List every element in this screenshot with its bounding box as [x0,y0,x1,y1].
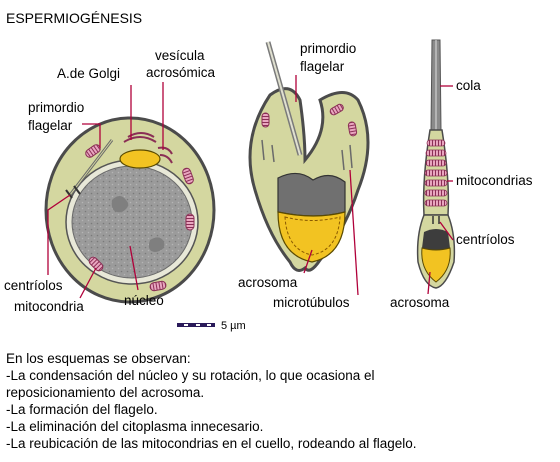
scale-bar-label: 5 µm [221,320,246,332]
chromatin-blob [148,237,165,252]
caption: En los esquemas se observan: -La condens… [6,350,556,452]
leader-lines-left [47,82,164,299]
acrosome-cap [421,247,451,283]
label-vesicula: vesícula [155,48,205,63]
caption-line: -La eliminación del citoplasma innecesar… [6,419,264,434]
caption-line: -La reubicación de las mitocondrias en e… [6,436,417,451]
scale-bar: 5 µm [177,320,246,332]
label-flagelar: flagelar [28,118,73,133]
leader-lines-middle [295,75,359,296]
label-microtubulos: microtúbulos [273,295,350,310]
label-primordio: primordio [28,100,84,115]
caption-line: reposicionamiento del acrosoma. [6,385,205,400]
diagram-title: ESPERMIOGÉNESIS [6,10,142,26]
early-spermatid [44,116,216,304]
caption-line: -La condensación del núcleo y su rotació… [6,368,375,383]
golgi-icon [123,132,173,164]
label-acrosoma-right: acrosoma [390,295,450,310]
caption-line: -La formación del flagelo. [6,402,158,417]
label-mitocondrias: mitocondrias [456,173,533,188]
nucleus-condensed [277,172,346,217]
microtubules-icon [261,139,353,171]
acrosome-outline [284,216,341,256]
acrosomal-vesicle-icon [119,149,161,169]
intermediate-spermatid [248,41,370,272]
label-centriolos-right: centríolos [456,232,515,247]
leader-lines-right [427,85,454,295]
nucleus-condensed [422,229,450,250]
espermiogenesis-diagram: ESPERMIOGÉNESIS [4,10,533,332]
mature-spermatozoon [416,39,456,289]
caption-line: En los esquemas se observan: [6,351,191,366]
label-acrosomica: acrosómica [146,65,216,80]
mitochondria-icon [85,144,195,292]
centrioles-icon [432,216,440,224]
mitochondrial-sheath-icon [424,139,448,207]
label-centriolos: centríolos [4,278,63,293]
label-acrosoma-mid: acrosoma [238,275,298,290]
label-primordio-mid: primordio [300,41,356,56]
label-golgi: A.de Golgi [57,66,120,81]
label-cola: cola [456,78,481,93]
label-flagelar-mid: flagelar [300,59,345,74]
mitochondria-icon [261,103,358,137]
chromatin-blob [111,196,129,213]
acrosome-cap [277,211,346,263]
label-mitocondria: mitocondria [14,299,84,314]
label-nucleo: núcleo [124,293,164,308]
centrioles-icon [65,185,81,199]
